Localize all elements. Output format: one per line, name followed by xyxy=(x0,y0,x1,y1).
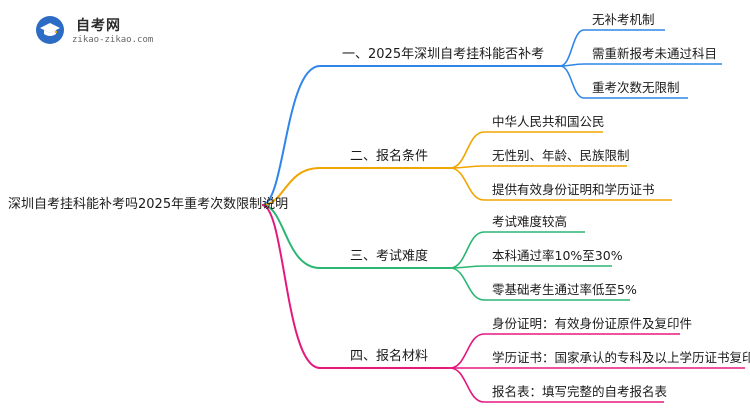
connector-branch-2 xyxy=(261,167,321,206)
leaf-2-3: 提供有效身份证明和学历证书 xyxy=(492,182,655,197)
leaf-3-3: 零基础考生通过率低至5% xyxy=(492,282,637,297)
leaf-1-3: 重考次数无限制 xyxy=(592,80,680,95)
connector-branch-3 xyxy=(261,204,321,269)
leaf-4-1: 身份证明：有效身份证原件及复印件 xyxy=(492,316,693,331)
site-logo[interactable]: 自考网 zikao-zikao.com xyxy=(36,14,176,48)
root-topic: 深圳自考挂科能补考吗2025年重考次数限制说明 xyxy=(8,197,289,212)
leaf-2-1: 中华人民共和国公民 xyxy=(492,114,605,129)
logo-subtitle: zikao-zikao.com xyxy=(72,35,154,45)
branch-2-label: 二、报名条件 xyxy=(350,149,429,164)
leaf-3-2: 本科通过率10%至30% xyxy=(492,248,623,263)
graduation-cap-icon xyxy=(36,16,64,44)
leaf-4-3: 报名表：填写完整的自考报名表 xyxy=(492,384,668,399)
connector-branch-1 xyxy=(261,65,321,206)
leaf-1-1: 无补考机制 xyxy=(592,12,655,27)
branch-3-label: 三、考试难度 xyxy=(350,249,429,264)
leaf-4-2: 学历证书：国家承认的专科及以上学历证书复印件 xyxy=(492,350,750,365)
connector-branch-4 xyxy=(261,204,321,369)
leaf-1-2: 需重新报考未通过科目 xyxy=(592,46,718,61)
leaf-2-2: 无性别、年龄、民族限制 xyxy=(492,148,630,163)
branch-4-label: 四、报名材料 xyxy=(350,349,429,364)
leaf-3-1: 考试难度较高 xyxy=(492,214,568,229)
branch-1-label: 一、2025年深圳自考挂科能否补考 xyxy=(342,47,545,62)
logo-title: 自考网 xyxy=(76,18,121,34)
